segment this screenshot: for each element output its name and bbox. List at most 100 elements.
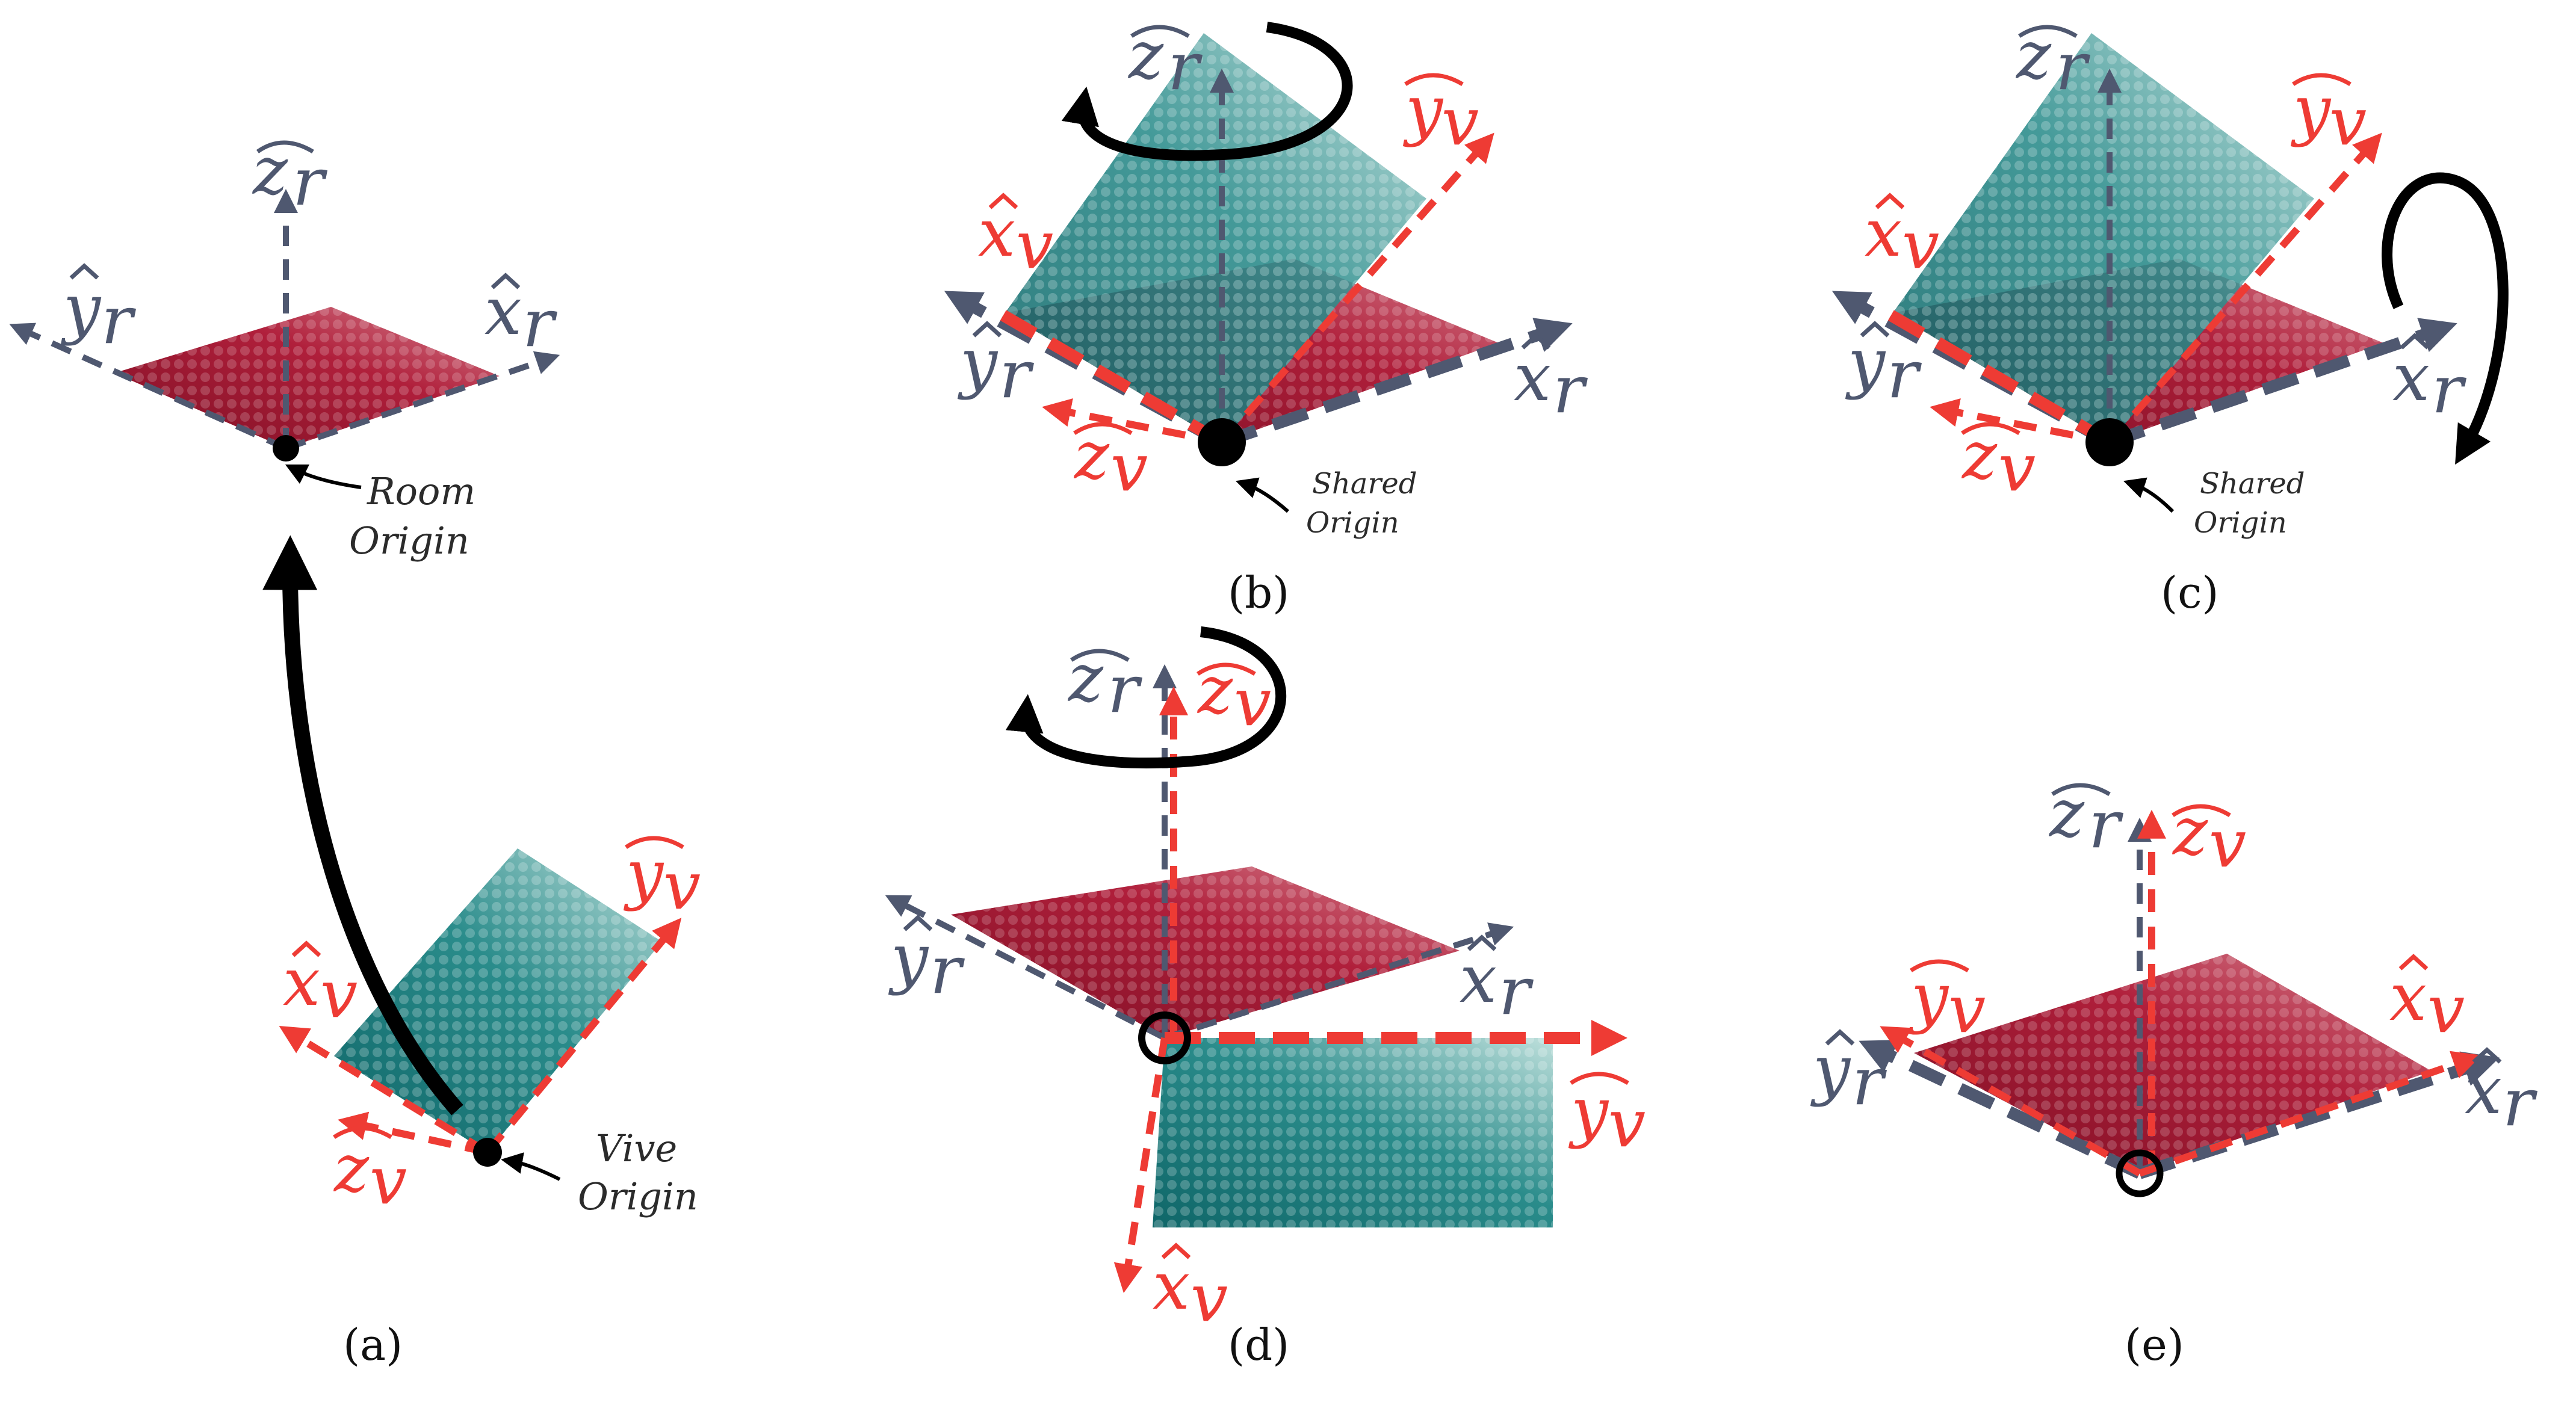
teal-plane-dots xyxy=(334,848,662,1152)
svg-text:v: v xyxy=(320,955,358,1033)
axis-x-r xyxy=(1219,318,1573,448)
shared-origin-ring xyxy=(1138,1011,1191,1064)
teal-plane-dots xyxy=(1153,1038,1553,1227)
shared-origin-label-1: Shared xyxy=(2200,467,2305,501)
axis-x-r xyxy=(285,351,560,451)
axis-z-v xyxy=(1042,398,1223,446)
shared-origin-label-2: Origin xyxy=(1306,506,1399,540)
svg-text:z: z xyxy=(252,132,288,209)
label-z-r: z r xyxy=(2015,17,2091,105)
panel-label-c: (c) xyxy=(2161,567,2219,618)
svg-text:v: v xyxy=(1998,429,2036,506)
svg-text:r: r xyxy=(293,143,328,220)
shared-origin-label-1: Shared xyxy=(1312,467,1417,501)
svg-text:r: r xyxy=(1168,28,1203,105)
svg-text:r: r xyxy=(1852,1043,1887,1120)
svg-text:r: r xyxy=(2055,28,2091,105)
svg-text:v: v xyxy=(2209,805,2246,882)
panel-label-d: (d) xyxy=(1228,1320,1289,1370)
vive-origin-pointer xyxy=(501,1152,561,1181)
label-x-v: x v xyxy=(978,193,1053,283)
label-y-v: y v xyxy=(2290,71,2367,160)
svg-text:z: z xyxy=(1073,417,1110,494)
label-y-v: y v xyxy=(623,835,701,924)
svg-text:z: z xyxy=(1197,652,1233,729)
axis-y-r xyxy=(9,323,288,451)
svg-text:z: z xyxy=(2172,793,2208,870)
label-x-r: x r xyxy=(1514,333,1588,428)
svg-text:x: x xyxy=(2392,339,2430,416)
svg-text:y: y xyxy=(60,270,102,347)
axis-y-v xyxy=(2107,132,2382,445)
svg-text:v: v xyxy=(2427,971,2465,1048)
svg-text:r: r xyxy=(1107,650,1143,727)
axis-x-r xyxy=(2137,1051,2500,1179)
svg-text:z: z xyxy=(2048,775,2085,852)
svg-text:r: r xyxy=(2503,1064,2538,1141)
svg-text:y: y xyxy=(623,835,664,912)
shared-origin-pointer xyxy=(1235,477,1289,513)
red-plane-dots xyxy=(1914,954,2432,1173)
svg-text:x: x xyxy=(978,194,1015,271)
svg-text:r: r xyxy=(1499,952,1534,1030)
svg-text:z: z xyxy=(333,1130,370,1207)
label-y-v: y v xyxy=(1568,1072,1646,1162)
label-y-v: y v xyxy=(1402,71,1479,160)
room-origin-pointer xyxy=(285,464,362,489)
svg-text:v: v xyxy=(1902,206,1939,283)
panel-c: Shared Origin z r y v x v y r z v xyxy=(1831,17,2509,618)
label-z-v: z v xyxy=(1197,652,1271,741)
svg-text:v: v xyxy=(1190,1259,1228,1336)
label-y-v: y v xyxy=(1908,958,1986,1048)
panel-e: z r z v y v x v y r x r (e) xyxy=(1810,775,2538,1370)
shared-origin-pointer xyxy=(2123,477,2175,513)
svg-text:z: z xyxy=(1067,640,1104,717)
axis-x-r xyxy=(2107,318,2457,448)
label-x-r: x r xyxy=(2392,333,2467,428)
label-y-r: y r xyxy=(1845,321,1922,413)
svg-text:r: r xyxy=(999,336,1035,413)
axis-y-r xyxy=(944,291,1225,448)
rotation-arrow-z xyxy=(1005,626,1287,769)
axis-y-v xyxy=(1219,132,1494,445)
svg-text:x: x xyxy=(1153,1247,1190,1324)
label-x-r: x r xyxy=(485,273,558,362)
panel-label-e: (e) xyxy=(2125,1320,2184,1370)
axis-y-r xyxy=(885,895,1166,1041)
shared-origin-ring xyxy=(2116,1149,2164,1197)
axis-x-v xyxy=(995,307,1225,448)
vive-origin-label-2: Origin xyxy=(578,1175,698,1218)
label-z-r: z r xyxy=(1067,640,1143,727)
svg-text:r: r xyxy=(2432,351,2467,428)
label-z-v: z v xyxy=(2172,793,2246,882)
svg-text:x: x xyxy=(1460,940,1497,1017)
vive-origin-label-1: Vive xyxy=(596,1126,677,1170)
label-z-v: z v xyxy=(1961,417,2036,506)
svg-text:y: y xyxy=(1402,71,1444,148)
axis-x-r xyxy=(1163,922,1514,1041)
svg-text:z: z xyxy=(1961,417,1998,494)
svg-text:v: v xyxy=(663,847,701,924)
label-x-v: x v xyxy=(1865,193,1939,283)
svg-text:v: v xyxy=(1441,83,1479,160)
axis-x-v xyxy=(2138,1051,2482,1177)
label-x-r: x r xyxy=(2465,1047,2538,1141)
label-y-r: y r xyxy=(888,915,965,1008)
rotation-arrow-x xyxy=(2382,172,2509,465)
svg-text:y: y xyxy=(1845,324,1886,401)
room-origin-dot xyxy=(273,435,299,461)
svg-text:v: v xyxy=(1110,429,1148,506)
svg-text:x: x xyxy=(485,273,522,350)
label-y-r: y r xyxy=(1810,1029,1887,1120)
label-z-r: z r xyxy=(252,132,328,220)
axis-x-v xyxy=(1113,1037,1168,1293)
label-x-v: x v xyxy=(1153,1242,1228,1336)
svg-text:y: y xyxy=(1568,1073,1609,1150)
label-x-r: x r xyxy=(1460,934,1534,1030)
transform-arrow xyxy=(262,535,463,1116)
teal-plane-dots xyxy=(1005,33,1426,442)
axis-y-r xyxy=(1859,1040,2143,1179)
label-y-r: y r xyxy=(957,321,1035,413)
svg-text:y: y xyxy=(957,324,999,401)
